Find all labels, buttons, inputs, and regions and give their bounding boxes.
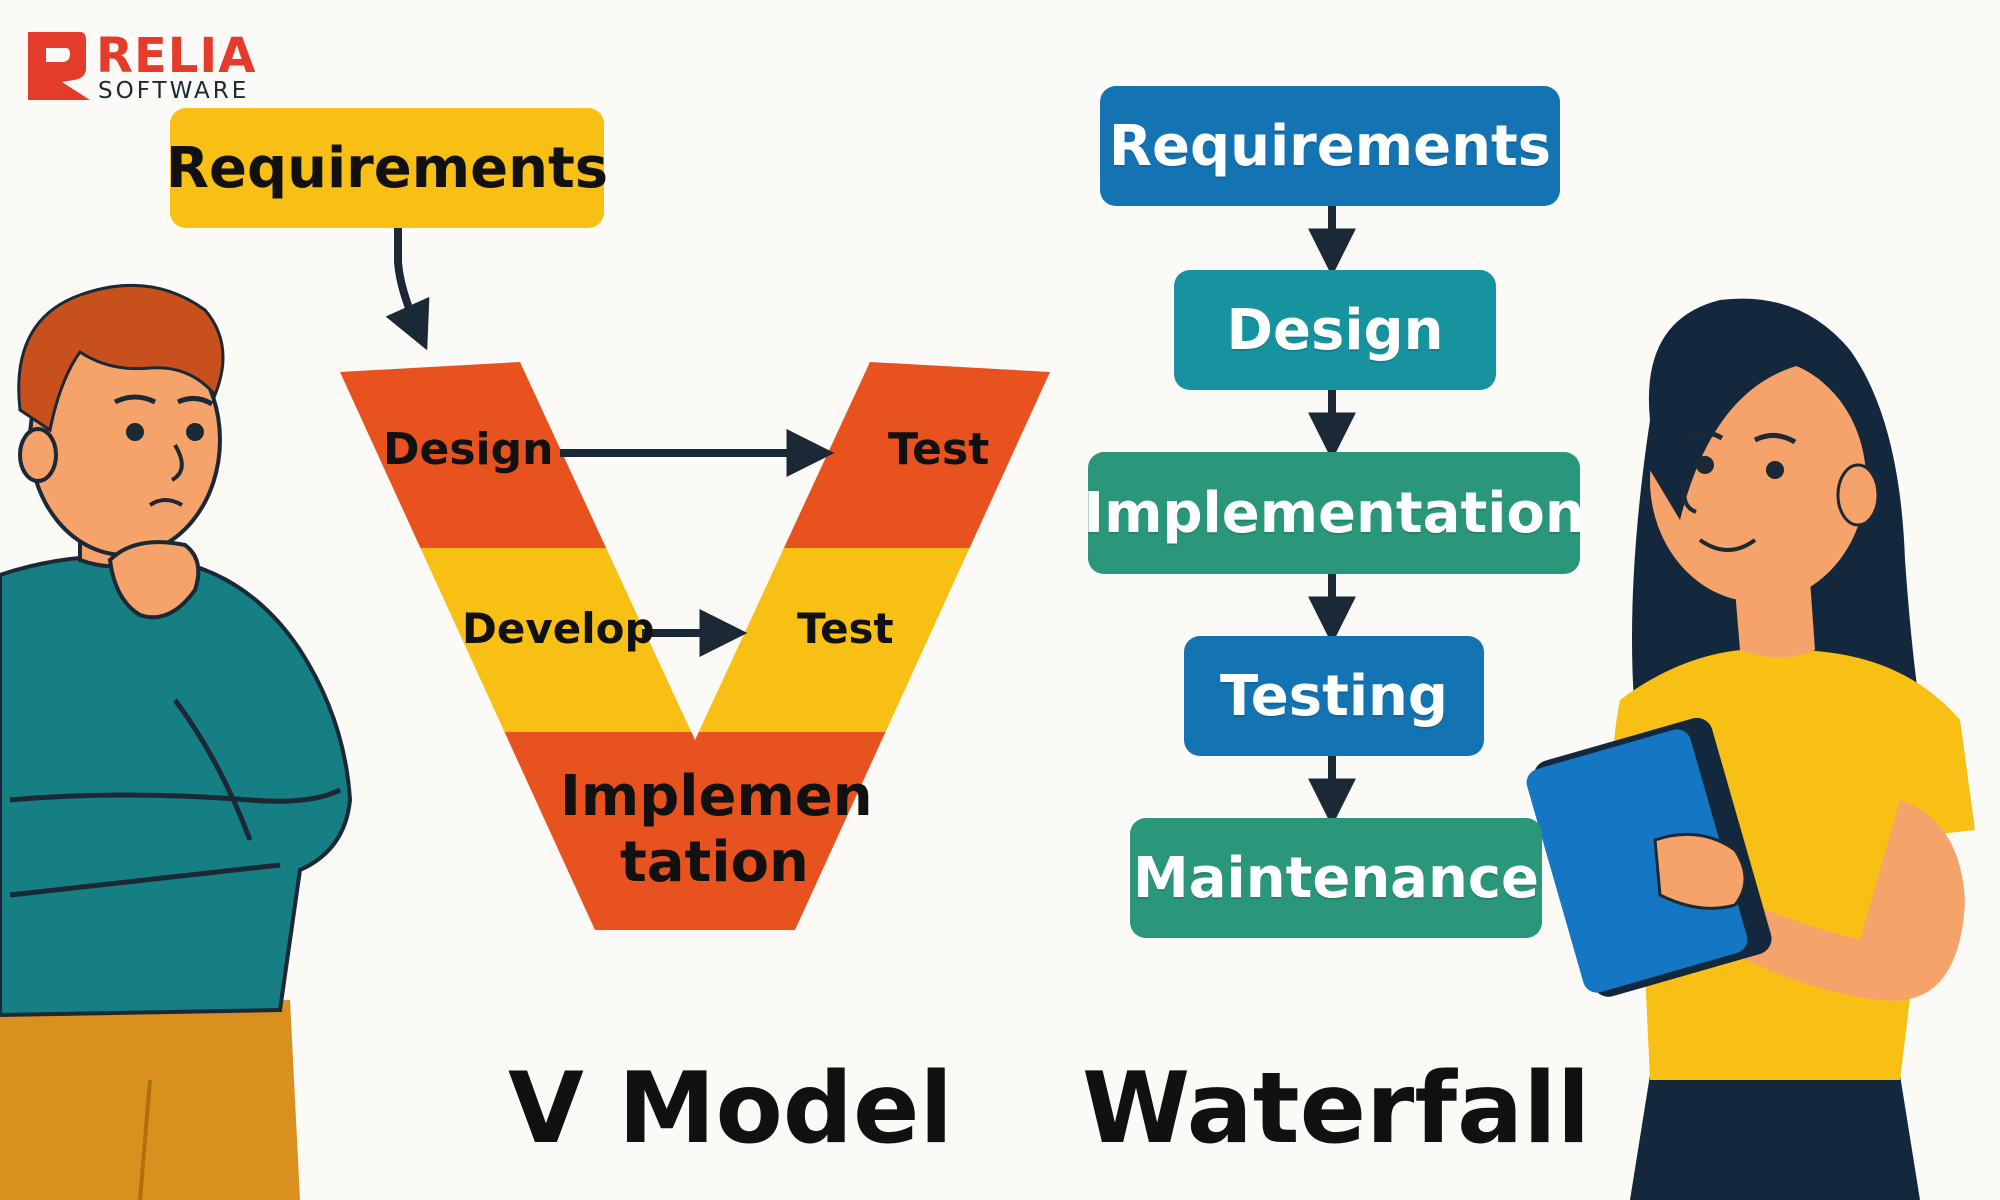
woman-with-tablet-illustration: [1526, 298, 1975, 1200]
v-develop-label: Develop: [462, 604, 655, 653]
thinking-man-illustration: [0, 283, 353, 1200]
v-test-top-label: Test: [888, 424, 990, 475]
v-requirements-box: Requirements: [166, 108, 608, 228]
relia-logo-icon: [28, 32, 90, 100]
waterfall-step-implementation: Implementation: [1083, 452, 1585, 574]
v-design-label: Design: [383, 424, 554, 475]
v-model-title: V Model: [508, 1052, 954, 1166]
waterfall-step-maintenance: Maintenance: [1130, 818, 1542, 938]
v-implementation-label-line1: Implemen: [560, 764, 873, 829]
logo-sub: SOFTWARE: [98, 78, 250, 104]
v-test-mid-label: Test: [797, 604, 894, 653]
waterfall-step-testing: Testing: [1184, 636, 1484, 756]
waterfall-step-design: Design: [1174, 270, 1496, 390]
waterfall-title: Waterfall: [1082, 1052, 1591, 1166]
waterfall-step-requirements: Requirements: [1100, 86, 1560, 206]
logo-brand: RELIA: [96, 28, 257, 84]
v-implementation-label-line2: tation: [620, 830, 809, 895]
tablet-device: [1526, 717, 1772, 997]
requirements-to-design-arrow: [385, 224, 430, 351]
